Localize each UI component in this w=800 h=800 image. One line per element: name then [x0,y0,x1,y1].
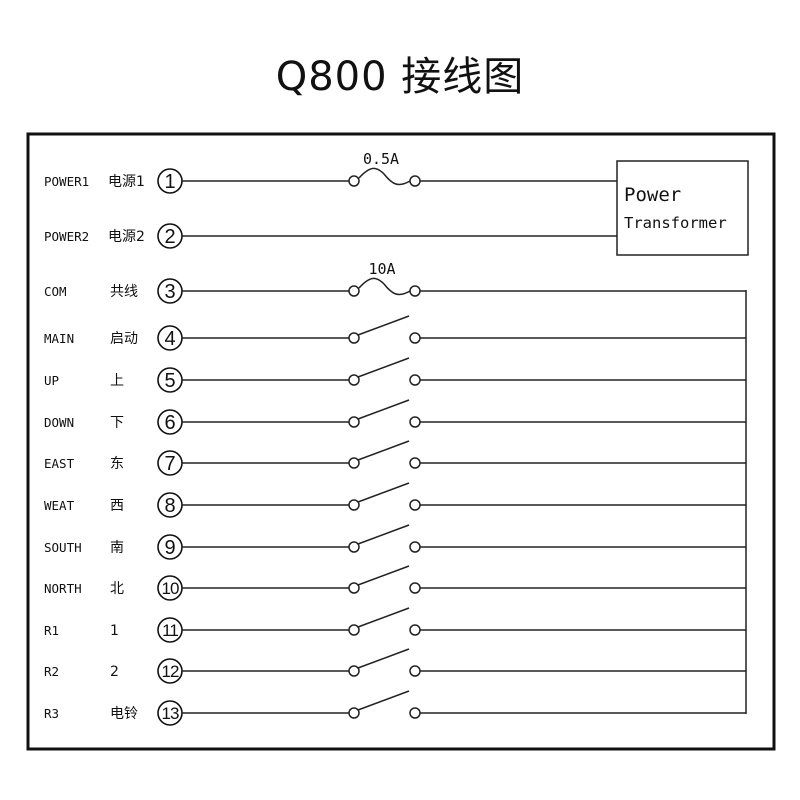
switch-contact-icon [348,457,360,469]
terminal-number: 12 [162,662,179,681]
switch-lever-icon [357,648,410,669]
row-name: 1 [110,623,119,639]
switch-contact-icon [348,416,360,428]
switch-contact-icon [409,541,421,553]
power-transformer-box: Power Transformer [616,160,749,256]
terminal-number: 2 [164,226,175,248]
row-code: EAST [44,456,75,471]
fuse-contact-icon [409,285,421,297]
power2-row: POWER2 电源2 2 [44,223,617,249]
terminal-number: 3 [164,281,175,303]
terminal-number: 5 [164,370,175,392]
fuse-contact-icon [348,175,360,187]
switch-row-up: UP 上 5 [44,357,746,393]
fuse-contact-icon [409,175,421,187]
row-name: 电铃 [110,706,138,722]
fuse-rating-label: 0.5A [363,150,399,168]
switch-lever-icon [357,440,410,461]
switch-contact-icon [409,457,421,469]
row-code: R3 [44,706,59,721]
transformer-label-line2: Transformer [624,214,727,232]
row-code: R1 [44,623,59,638]
switch-lever-icon [357,399,410,420]
terminal-number: 9 [164,537,175,559]
row-name: 共线 [110,284,138,300]
terminal-number: 11 [162,621,178,640]
switch-row-r3: R3 电铃 13 [44,690,746,726]
switch-contact-icon [348,665,360,677]
switch-contact-icon [348,499,360,511]
switch-lever-icon [357,315,410,336]
switch-row-north: NORTH 北 10 [44,565,746,601]
switch-row-south: SOUTH 南 9 [44,524,746,560]
fuse-rating-label: 10A [368,260,395,278]
row-name: 南 [110,540,124,556]
terminal-number: 1 [164,171,175,193]
terminal-number: 8 [164,495,175,517]
row-name: 上 [110,373,124,389]
row-code: UP [44,373,59,388]
row-code: NORTH [44,581,82,596]
terminal-number: 4 [164,328,175,350]
switch-contact-icon [409,499,421,511]
switch-row-r2: R2 2 12 [44,648,746,684]
switch-lever-icon [357,482,410,503]
switch-row-down: DOWN 下 6 [44,399,746,435]
switch-contact-icon [348,332,360,344]
switch-lever-icon [357,524,410,545]
terminal-number: 6 [164,412,175,434]
transformer-label-line1: Power [624,184,681,206]
terminal-number: 7 [164,453,175,475]
row-code: COM [44,284,67,299]
switch-lever-icon [357,690,410,711]
switch-contact-icon [409,332,421,344]
fuse-icon [358,167,411,186]
switch-lever-icon [357,357,410,378]
switch-contact-icon [409,416,421,428]
row-name: 电源2 [108,229,145,245]
row-name: 下 [110,415,124,431]
switch-contact-icon [409,374,421,386]
switch-lever-icon [357,607,410,628]
row-name: 2 [110,664,119,680]
row-code: POWER2 [44,229,89,244]
diagram-title: Q800 接线图 [275,54,525,100]
fuse-icon [358,277,411,296]
row-code: POWER1 [44,174,89,189]
switch-contact-icon [348,582,360,594]
switch-row-main: MAIN 启动 4 [44,315,746,351]
switch-contact-icon [409,707,421,719]
switch-lever-icon [357,565,410,586]
row-name: 电源1 [108,174,145,190]
switch-row-weat: WEAT 西 8 [44,482,746,518]
row-code: DOWN [44,415,74,430]
row-name: 北 [110,581,124,597]
power1-row: POWER1 电源1 1 0.5A [44,150,617,194]
switch-contact-icon [409,665,421,677]
com-row: COM 共线 3 10A [44,260,746,304]
diagram-frame [26,132,776,751]
row-code: MAIN [44,331,74,346]
switch-contact-icon [348,374,360,386]
switch-row-east: EAST 东 7 [44,440,746,476]
row-code: R2 [44,664,59,679]
terminal-number: 10 [162,579,179,598]
row-code: SOUTH [44,540,82,555]
switch-contact-icon [348,707,360,719]
fuse-contact-icon [348,285,360,297]
switch-contact-icon [409,582,421,594]
switch-contact-icon [409,624,421,636]
row-name: 启动 [110,331,138,347]
switch-contact-icon [348,624,360,636]
row-name: 东 [110,456,124,472]
terminal-number: 13 [162,704,179,723]
row-code: WEAT [44,498,75,513]
row-name: 西 [110,498,124,514]
switch-contact-icon [348,541,360,553]
